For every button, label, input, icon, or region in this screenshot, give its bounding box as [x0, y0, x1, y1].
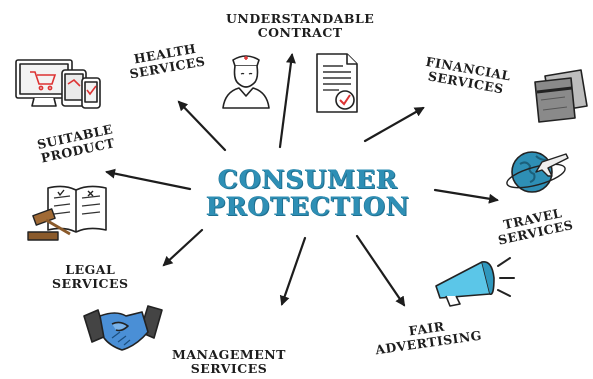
title-line-2: PROTECTION — [206, 192, 410, 221]
contract-document-icon — [316, 53, 358, 113]
law-book-gavel-icon — [27, 185, 107, 241]
globe-airplane-icon — [506, 151, 569, 193]
arrow-health-services — [177, 100, 227, 152]
megaphone-icon — [435, 257, 515, 307]
label-legal-services: LEGAL SERVICES — [52, 262, 129, 291]
arrow-travel-services — [433, 188, 499, 204]
label-understandable-contract: UNDERSTANDABLE CONTRACT — [226, 11, 375, 40]
diagram-title: CONSUMER PROTECTION — [196, 166, 420, 220]
credit-cards-icon — [534, 69, 588, 123]
label-management-services: MANAGEMENT SERVICES — [172, 347, 286, 376]
arrow-fair-advertising — [355, 234, 406, 307]
handshake-icon — [83, 305, 163, 351]
nurse-icon — [222, 55, 270, 109]
arrow-understandable-contract — [278, 53, 296, 149]
title-line-1: CONSUMER — [218, 165, 398, 194]
shopping-cart-devices-icon — [15, 59, 101, 109]
arrow-legal-services — [162, 228, 204, 267]
arrow-financial-services — [363, 106, 425, 143]
arrow-management-services — [279, 236, 307, 306]
arrow-suitable-product — [105, 168, 192, 191]
